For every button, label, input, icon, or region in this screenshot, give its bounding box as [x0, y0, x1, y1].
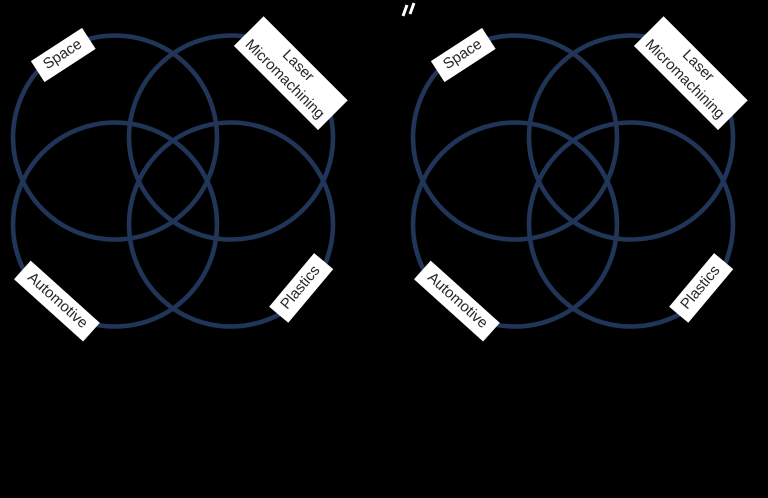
circle-bottom-left	[410, 120, 620, 329]
circle-bottom-left	[10, 120, 220, 329]
venn-diagram-right: Space Laser Micromachining Automotive Pl…	[400, 0, 750, 360]
circle-bottom-right	[126, 120, 336, 329]
circle-top-left	[10, 33, 220, 242]
circle-top-right	[126, 33, 336, 242]
venn-circles-right	[410, 33, 736, 329]
circle-bottom-right	[526, 120, 736, 329]
venn-circles-left	[10, 33, 336, 329]
circle-top-left	[410, 33, 620, 242]
circle-top-right	[526, 33, 736, 242]
stray-mark-icon	[401, 2, 416, 17]
venn-diagram-left: Space Laser Micromachining Automotive Pl…	[0, 0, 350, 360]
